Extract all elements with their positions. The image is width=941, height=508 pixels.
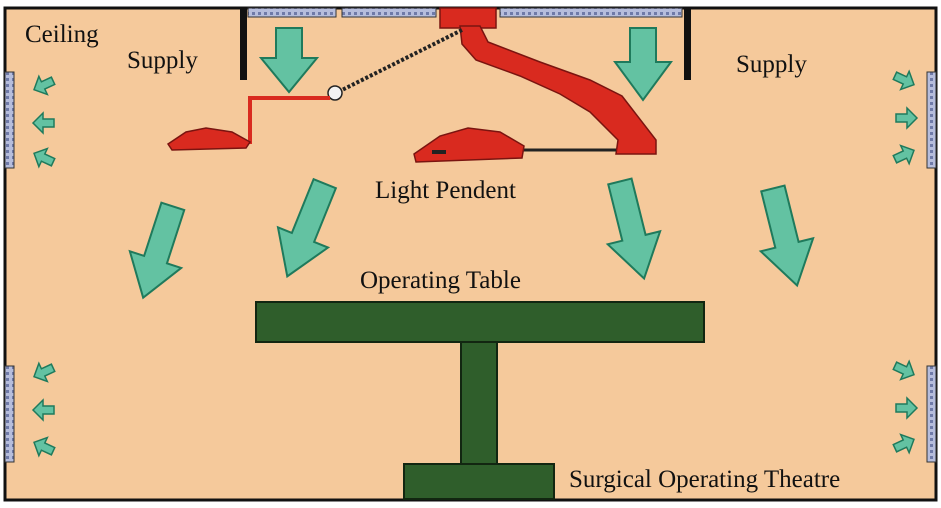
label-supply-right: Supply bbox=[736, 51, 807, 78]
label-operating-table: Operating Table bbox=[360, 267, 521, 294]
label-supply-left: Supply bbox=[127, 47, 198, 74]
supply-arrow-down-left bbox=[258, 27, 320, 94]
supply-arrow-down-right bbox=[613, 27, 673, 102]
exhaust-arrows-right-top bbox=[892, 69, 919, 166]
pendent-arm-left-cable bbox=[329, 28, 463, 98]
pendent-ceiling-mount bbox=[439, 7, 497, 29]
exhaust-arrows-right-bottom bbox=[892, 359, 919, 455]
light-pendent bbox=[166, 7, 657, 163]
label-light-pendent: Light Pendent bbox=[375, 177, 516, 204]
exhaust-grille-left-top bbox=[4, 71, 15, 169]
exhaust-arrows-left-top bbox=[31, 74, 56, 169]
ceiling-diffuser-middle bbox=[341, 7, 437, 18]
ceiling-diffuser-right bbox=[499, 7, 683, 18]
lamp-head-right-detail bbox=[432, 150, 446, 154]
exhaust-grille-right-bottom bbox=[926, 365, 937, 463]
exhaust-grille-right-top bbox=[926, 71, 937, 169]
label-ceiling: Ceiling bbox=[25, 21, 99, 48]
pendent-arm-right bbox=[459, 25, 657, 155]
table-base bbox=[403, 463, 555, 500]
supply-partition-right bbox=[684, 8, 691, 80]
lamp-head-left bbox=[166, 127, 252, 151]
pendent-joint bbox=[327, 85, 343, 101]
operating-table bbox=[255, 301, 705, 500]
label-theatre: Surgical Operating Theatre bbox=[569, 466, 840, 493]
exhaust-grille-left-bottom bbox=[4, 365, 15, 463]
airflow-arrow-4 bbox=[758, 184, 815, 288]
exhaust-arrows-left-bottom bbox=[31, 361, 56, 458]
airflow-arrow-3 bbox=[605, 177, 662, 281]
table-column bbox=[460, 341, 498, 465]
airflow-arrow-1 bbox=[128, 201, 186, 300]
supply-partition-left bbox=[240, 8, 247, 80]
airflow-arrow-2 bbox=[276, 177, 338, 279]
ceiling-diffuser-left bbox=[247, 7, 337, 18]
table-top bbox=[255, 301, 705, 343]
